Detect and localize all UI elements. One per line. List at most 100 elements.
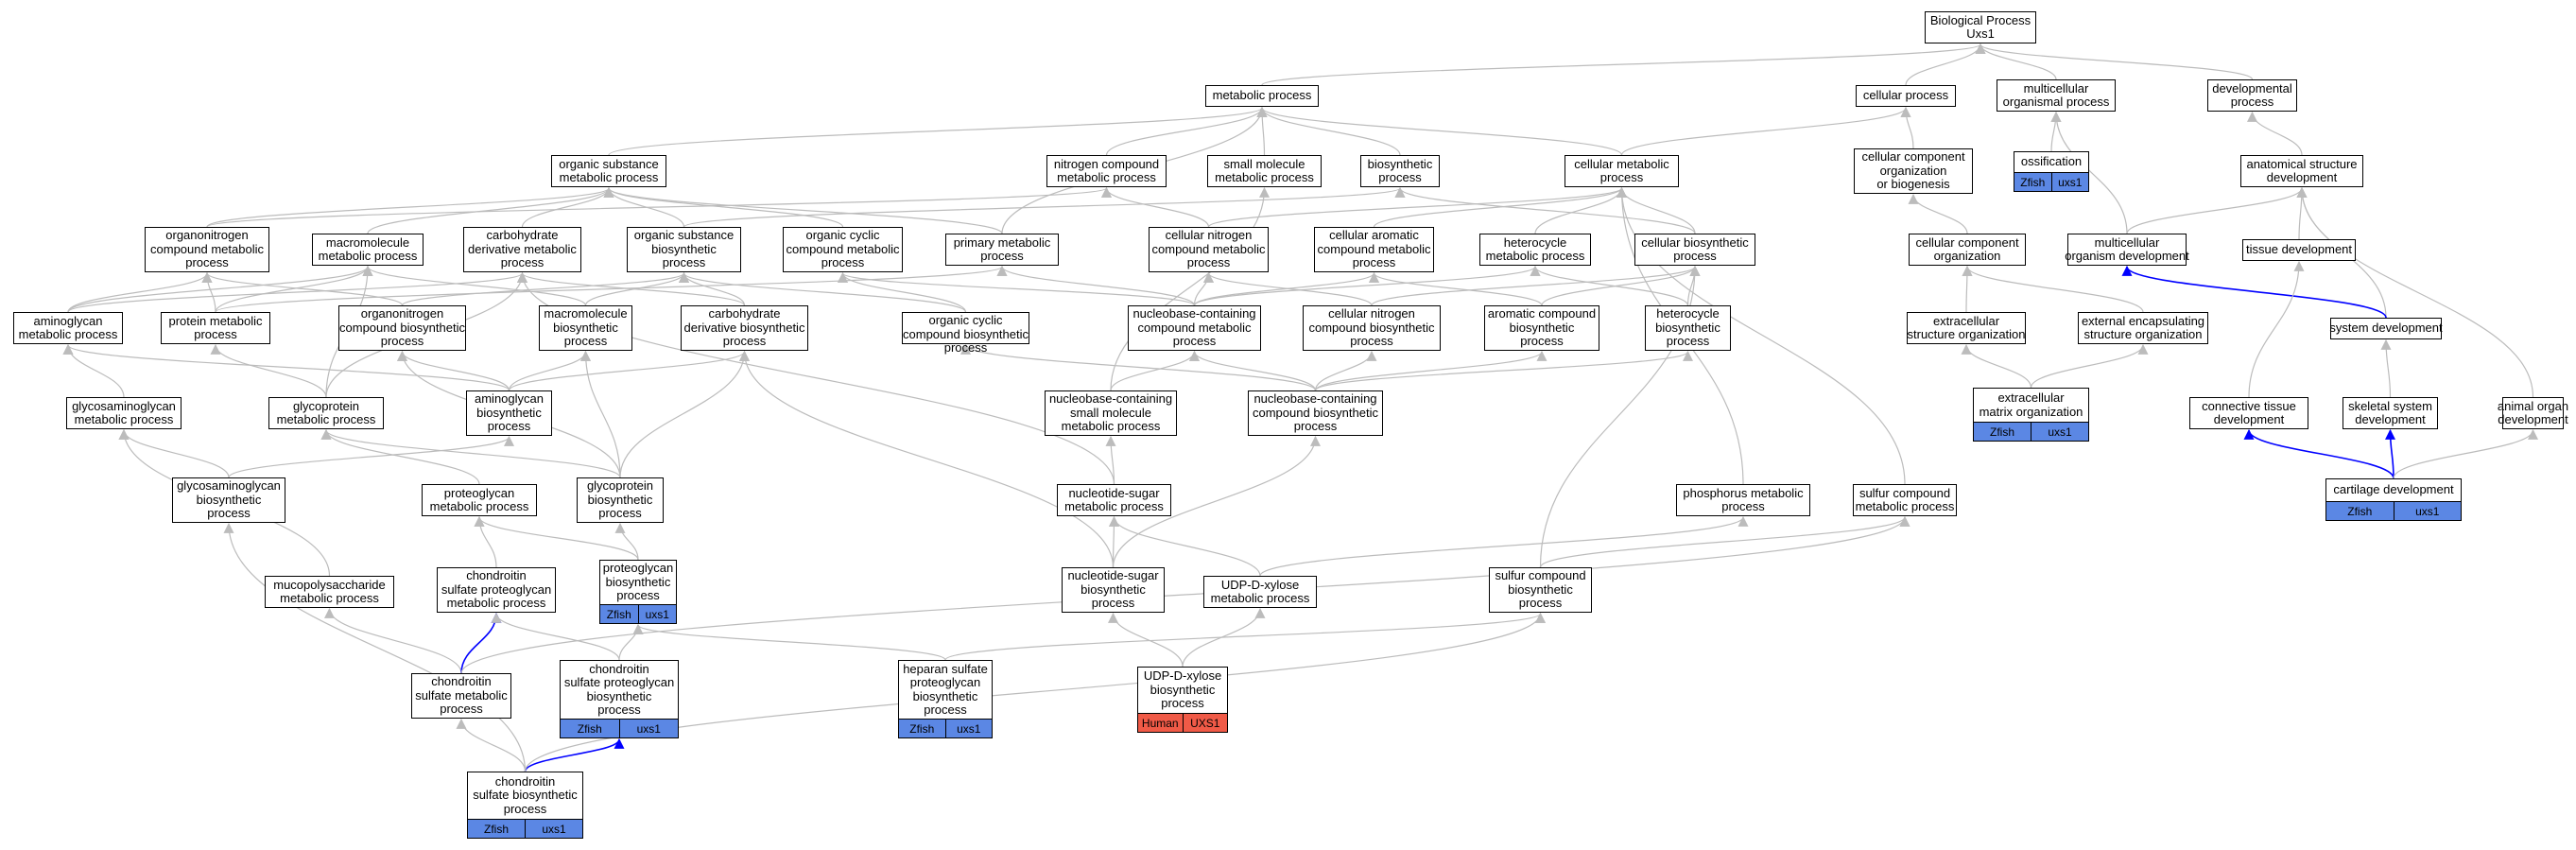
node-label-line: metabolic process: [559, 170, 659, 184]
edge-heparan-pg-bio-to-proteoglycan-bio: [632, 623, 946, 661]
node-label-line: process: [597, 703, 641, 717]
node-label-line: protein metabolic: [168, 313, 263, 328]
node-label-line: metabolic process: [1210, 591, 1310, 605]
node-label-line: process: [1293, 419, 1338, 434]
node-label-line: process: [1186, 255, 1231, 270]
node-label-line: phosphorus metabolic: [1683, 485, 1804, 500]
node-system-dev[interactable]: system development: [2329, 318, 2443, 339]
annotation-species: Zfish: [561, 720, 619, 737]
annotation-gene: uxs1: [2050, 173, 2088, 191]
node-label-line: structure organization: [1907, 327, 2026, 341]
edge-nucleobase-bio-to-organic-cyclic-bio: [960, 343, 1317, 391]
annotation-species: Zfish: [899, 720, 945, 737]
annotation-species: Zfish: [600, 605, 638, 623]
node-tissue-dev[interactable]: tissue development: [2242, 239, 2356, 261]
edge-chondroitin-sulfate-met-to-chondroitin-pg-met: [460, 612, 502, 674]
node-cellular[interactable]: cellular process: [1856, 85, 1956, 107]
edge-glycoprotein-bio-to-macromolecule-bio: [580, 350, 621, 478]
node-label-line: process: [1666, 334, 1710, 349]
node-label-line: chondroitin: [589, 661, 649, 676]
node-metabolic[interactable]: metabolic process: [1205, 85, 1319, 107]
edge-glycoprotein-bio-to-glycoprotein-met: [320, 428, 621, 478]
edge-nitrogen-comp-met-to-metabolic: [1105, 106, 1268, 156]
node-label-line: metabolic process: [18, 327, 118, 341]
edge-organic-cyclic-met-to-organic-sub-met: [603, 186, 844, 228]
edge-cartilage-dev-to-skeletal-dev: [2385, 428, 2396, 479]
edge-cellular-met-to-metabolic: [1256, 106, 1623, 156]
node-label-line: cellular component: [1861, 149, 1965, 165]
node-label-line: nucleobase-containing: [1253, 391, 1377, 407]
